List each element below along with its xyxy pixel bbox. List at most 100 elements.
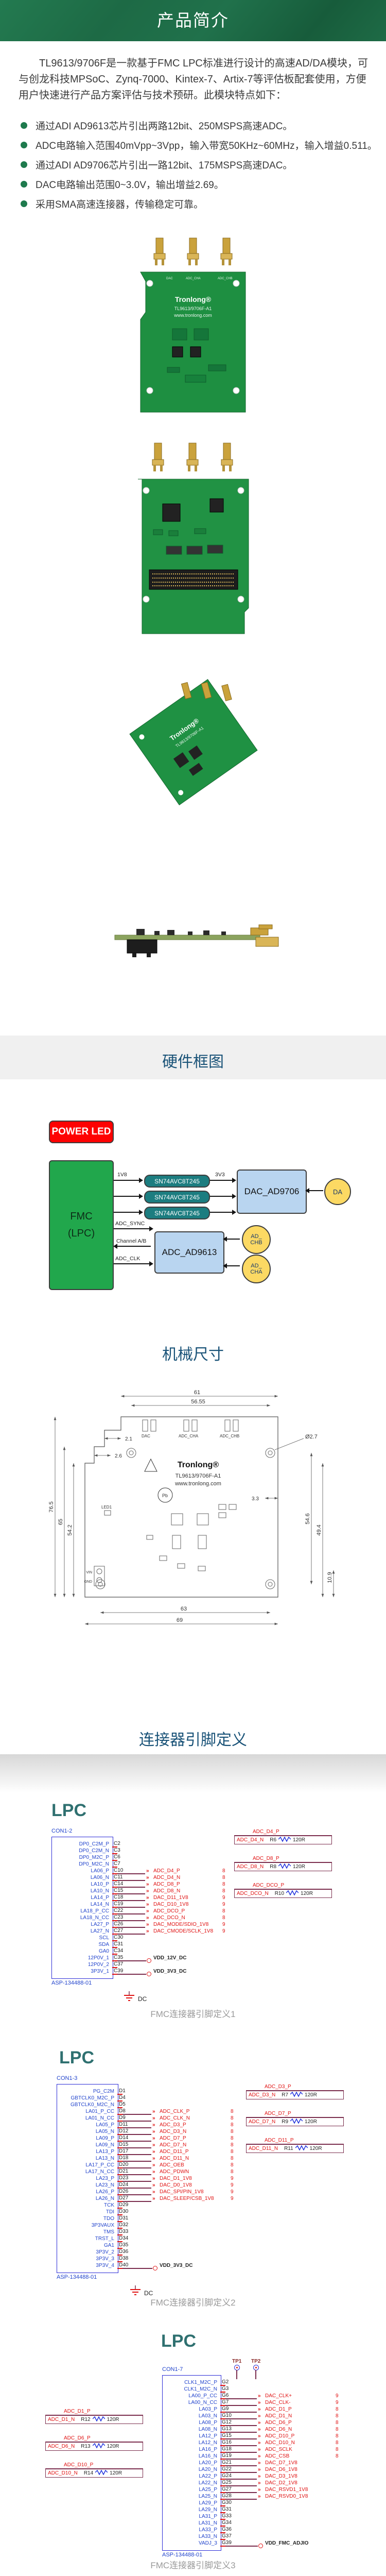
bullet-dot-icon: [21, 180, 27, 188]
diff-pair-icon: »: [146, 1875, 149, 1880]
pin-stub: [112, 1920, 117, 1921]
mech-svg: DAC ADC_CHA ADC_CHB Tronlong® TL9613/970…: [48, 1389, 335, 1625]
signal-wire: [225, 2546, 258, 2547]
pin-number: D34: [119, 2235, 129, 2241]
sheet-ref: 8: [222, 1915, 225, 1921]
pin-stub: [220, 2485, 225, 2486]
testpoint-label: TP2: [251, 2359, 261, 2364]
signal-wire: [117, 1920, 145, 1921]
pin-stub: [220, 2425, 225, 2426]
pin-name: 3P3V_1: [91, 1969, 109, 1974]
label-1v8: 1V8: [117, 1172, 127, 1178]
pin-number: D1: [119, 2088, 126, 2094]
pin-name: 3P3V_3: [96, 2256, 114, 2262]
sheet-ref: 9: [231, 2176, 234, 2181]
testpoint-wire: [236, 2370, 237, 2379]
sheet-ref: 8: [222, 1868, 225, 1874]
pin-name: LA05_N: [95, 2129, 114, 2134]
connector-box: [51, 1837, 113, 1979]
feature-bullet: ADC电路输入范围40mVpp~3Vpp，输入带宽50KHz~60MHz，输入增…: [19, 135, 377, 155]
pin-stub: [220, 2385, 225, 2386]
pin-number: G28: [222, 2493, 232, 2499]
pin-name: TDI: [106, 2209, 114, 2215]
diagram-caption: FMC连接器引脚定义2: [150, 2298, 236, 2308]
pin-name: VADJ_3: [199, 2540, 217, 2546]
arrow-buf1-dac: [210, 1178, 236, 1183]
pin-number: C11: [114, 1874, 123, 1880]
bullet-text: 通过ADI AD9706芯片引出一路12bit、175MSPS高速DAC。: [36, 160, 293, 171]
label-3v3: 3V3: [215, 1172, 225, 1178]
sheet-ref: 9: [336, 2393, 339, 2399]
pin-stub: [117, 2201, 122, 2202]
pin-number: G34: [222, 2520, 232, 2526]
pin-number: D8: [119, 2108, 126, 2114]
pin-name: LA17_N_CC: [85, 2169, 114, 2175]
res-signal-p: ADC_D4_P: [234, 1829, 332, 1836]
pin-stub: [117, 2208, 122, 2209]
signal-name: DAC_SPI/PIN_1V8: [160, 2189, 204, 2195]
signal-wire: [122, 2127, 151, 2128]
pin-number: D29: [119, 2202, 129, 2208]
sheet-ref: 8: [231, 2149, 234, 2155]
signal-wire: [117, 1934, 145, 1935]
pin-number: C23: [114, 1914, 124, 1920]
diff-pair-icon: »: [146, 1882, 149, 1887]
pin-stub: [117, 2127, 122, 2128]
pin-name: LA23_N: [95, 2182, 114, 2188]
buffer-block-1: SN74AVC8T245: [144, 1175, 210, 1188]
fmc-block: FMC (LPC): [49, 1160, 114, 1290]
sheet-ref: 9: [336, 2400, 339, 2405]
label-adc-clk: ADC_CLK: [115, 1256, 141, 1262]
connector-box: [162, 2375, 221, 2551]
diff-pair-icon: »: [152, 2196, 155, 2201]
signal-name: ADC_D11_N: [160, 2156, 189, 2161]
signal-name: DAC_RSVD0_1V8: [265, 2494, 308, 2499]
pin-number: C15: [114, 1888, 124, 1893]
pin-stub: [112, 1873, 117, 1874]
resistor-zigzag-icon: [278, 1863, 291, 1870]
signal-wire: [225, 2452, 257, 2453]
pin-number: D26: [119, 2189, 129, 2194]
signal-wire: [122, 2188, 151, 2189]
pin-name: PG_C2M: [93, 2089, 114, 2094]
svg-text:54.2: 54.2: [67, 1524, 73, 1535]
diff-pair-icon: »: [152, 2189, 155, 2195]
signal-wire: [122, 2141, 151, 2142]
pin-name: LA12_N: [198, 2440, 217, 2446]
svg-text:2.1: 2.1: [125, 1436, 132, 1442]
pin-stub: [117, 2241, 122, 2242]
sheet-ref: 8: [222, 1908, 225, 1914]
pin-number: C39: [114, 1968, 124, 1974]
res-refdes: R12: [81, 2417, 91, 2422]
resistor-zigzag-icon: [92, 2443, 106, 2450]
testpoint-icon: [253, 2365, 259, 2370]
res-value: 120R: [301, 1891, 313, 1896]
pin-name: LA08_N: [198, 2427, 217, 2432]
intro-paragraph: TL9613/9706F是一款基于FMC LPC标准进行设计的高速AD/DA模块…: [19, 58, 369, 101]
diff-pair-icon: »: [258, 2393, 261, 2399]
signal-wire: [122, 2154, 151, 2155]
pin-stub: [220, 2432, 225, 2433]
diff-pair-icon: »: [258, 2494, 261, 2499]
pin-stub: [117, 2121, 122, 2122]
sheet-ref: 9: [222, 1895, 225, 1901]
pin-stub: [117, 2234, 122, 2235]
pin-name: LA20_N: [198, 2467, 217, 2472]
diff-pair-icon: »: [152, 2149, 155, 2155]
signal-name: ADC_CLK_N: [160, 2115, 190, 2121]
pin-stub: [117, 2154, 122, 2155]
signal-name: ADC_D1_N: [265, 2413, 292, 2419]
pin-number: D9: [119, 2115, 126, 2121]
pins-band: [0, 1754, 386, 1793]
signal-name: ADC_D1_P: [265, 2406, 292, 2412]
silk-adc-cha: ADC_CHA: [186, 277, 201, 280]
pin-name: LA08_P: [199, 2420, 217, 2426]
pin-number: C3: [114, 1848, 120, 1853]
pin-stub: [220, 2479, 225, 2480]
signal-wire: [122, 2147, 151, 2148]
